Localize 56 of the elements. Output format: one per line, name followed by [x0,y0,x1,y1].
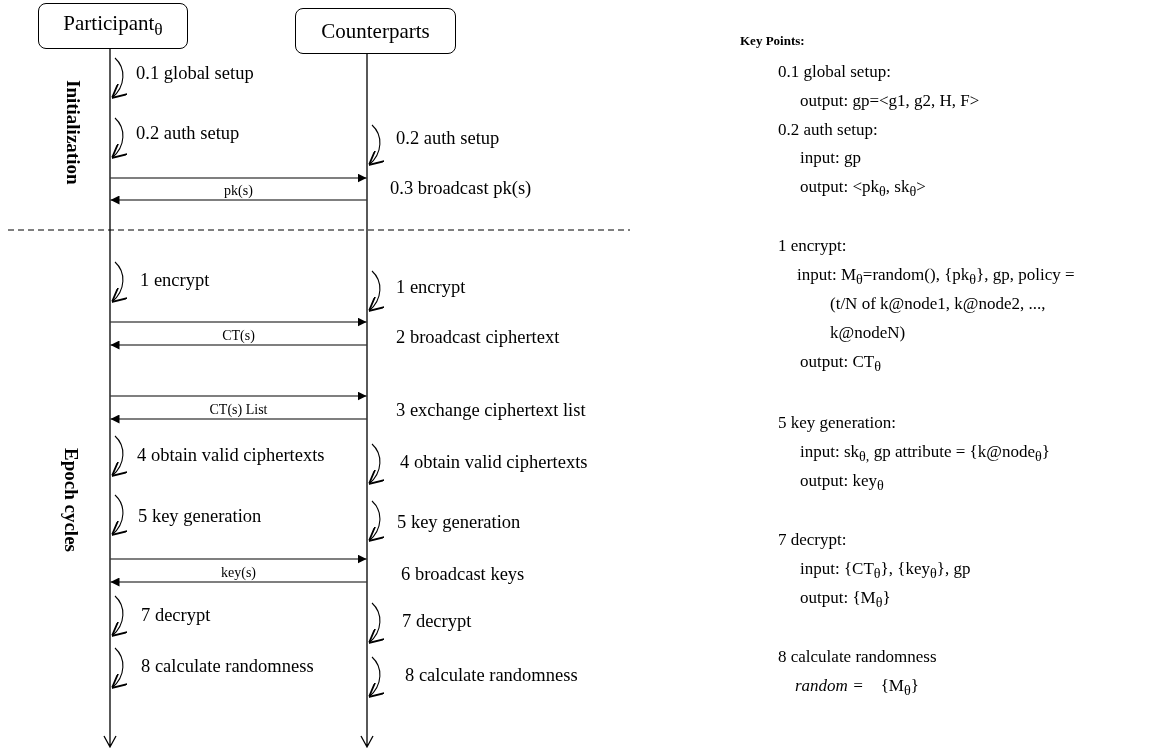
message-arrow [109,340,368,350]
step-label: 5 key generation [138,506,262,528]
message-arrow [109,391,368,401]
key-point-text: 1 encrypt: [778,236,847,256]
key-point-text: output: CT$_{θ}$ [800,352,881,375]
step-label: 4 obtain valid ciphertexts [137,445,325,467]
key-point-text: 8 calculate randomness [778,647,937,667]
message-arrow [109,317,368,327]
step-label: 3 exchange ciphertext list [396,400,586,422]
lifeline-arrow [360,54,374,748]
step-label: 0.2 auth setup [396,128,500,150]
key-point-text: output: {M$_{θ}$} [800,588,891,611]
step-label: 5 key generation [397,512,521,534]
key-point-text: 7 decrypt: [778,530,847,550]
message-arrow [109,195,368,205]
key-point-text: 5 key generation: [778,413,896,433]
phase-label: Epoch cycles [60,448,82,552]
edge-label: pk(s) [222,184,255,198]
lifeline-header-box [38,3,188,49]
message-arrow [109,554,368,564]
key-point-text: random = {M$_{θ}$} [795,676,919,699]
step-label: 2 broadcast ciphertext [396,327,560,349]
participant-name: Participant$_{θ}$ [63,11,163,41]
phase-label: Initialization [62,80,84,185]
participant-name: Counterparts [321,18,430,44]
step-label: 7 decrypt [402,611,472,633]
key-point-text: output: key$_{θ}$ [800,471,884,494]
step-label: 6 broadcast keys [401,564,525,586]
step-label: 8 calculate randomness [405,665,578,687]
step-label: 8 calculate randomness [141,656,314,678]
step-label: 0.1 global setup [136,63,254,85]
key-point-text: input: gp [800,148,861,168]
message-arrow [109,173,368,183]
step-label: 1 encrypt [396,277,466,299]
step-label: 0.2 auth setup [136,123,240,145]
key-point-text: (t/N of k@node1, k@node2, ..., [830,294,1046,314]
step-label: 4 obtain valid ciphertexts [400,452,588,474]
key-point-text: 0.1 global setup: [778,62,891,82]
key-point-text: input: {CT$_{θ}$}, {key$_{θ}$}, gp [800,559,971,582]
key-point-text: output: <pk$_{θ}$, sk$_{θ}$> [800,177,926,200]
step-label: 1 encrypt [140,270,210,292]
message-arrow [109,414,368,424]
key-point-text: k@nodeN) [830,323,906,343]
lifeline-arrow [103,49,117,748]
key-point-text: 0.2 auth setup: [778,120,878,140]
edge-label: key(s) [219,566,258,580]
key-point-text: output: gp=<g1, g2, H, F> [800,91,980,111]
step-label: 7 decrypt [141,605,211,627]
key-point-text: input: M$_{θ}$=random(), {pk$_{θ}$}, gp, policy = [797,265,1075,288]
lifeline-header-box [295,8,456,54]
key-point-text: input: sk$_{θ,}$ gp attribute = {k@node$_{θ}$} [800,442,1050,465]
message-arrow [109,577,368,587]
step-label: 0.3 broadcast pk(s) [390,178,532,200]
edge-label: CT(s) [220,329,257,343]
key-points-heading: Key Points: [740,34,805,49]
edge-label: CT(s) List [207,403,270,417]
